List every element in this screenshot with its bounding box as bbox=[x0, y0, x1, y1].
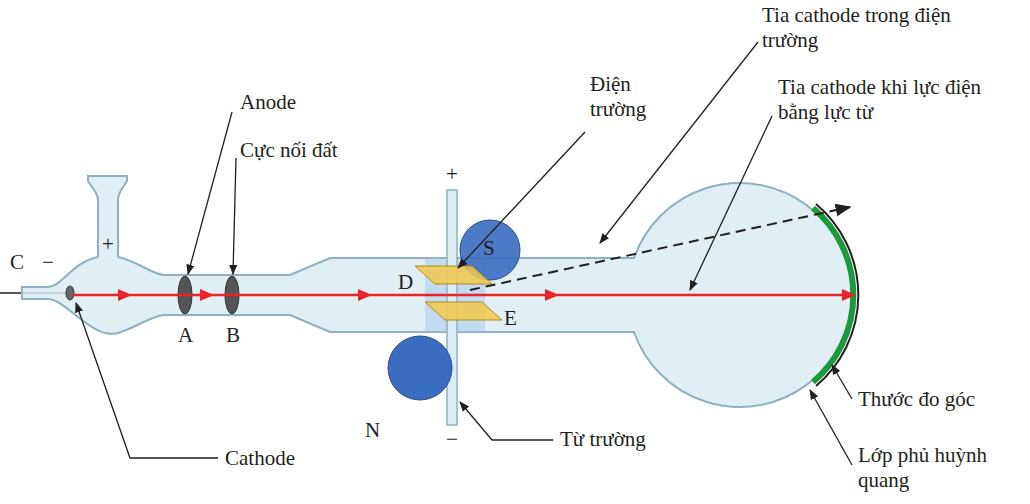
point-letter: C bbox=[10, 250, 24, 275]
cathode-electrode bbox=[66, 286, 74, 300]
ray-arrowheads bbox=[118, 289, 856, 301]
callout-label: Cực nối đất bbox=[240, 138, 338, 163]
polarity-sign: − bbox=[42, 250, 54, 275]
polarity-sign: − bbox=[446, 427, 458, 452]
callout-label: Anode bbox=[240, 90, 296, 115]
leader-lines bbox=[76, 42, 852, 465]
point-letter: E bbox=[504, 306, 517, 331]
point-letter: B bbox=[226, 323, 240, 348]
deflected-ray bbox=[470, 207, 850, 290]
deflection-plate bbox=[425, 302, 502, 320]
cathode-ray bbox=[72, 294, 852, 297]
pole-letter: N bbox=[365, 418, 380, 443]
polarity-sign: + bbox=[102, 232, 114, 257]
callout-label: Thước đo góc bbox=[858, 387, 975, 412]
callout-label: Cathode bbox=[225, 446, 295, 471]
callout-label: Từ trường bbox=[560, 427, 646, 452]
magnet-pole bbox=[388, 336, 452, 400]
polarity-sign: + bbox=[446, 162, 458, 187]
deflection-plate bbox=[415, 266, 492, 284]
callout-label: Tia cathode khi lực điện bằng lực từ bbox=[778, 75, 1018, 125]
point-letter: A bbox=[178, 323, 193, 348]
callout-label: Tia cathode trong điện trường bbox=[762, 3, 962, 53]
pole-letter: S bbox=[483, 236, 495, 261]
callout-label: Điện trường bbox=[590, 72, 670, 122]
point-letter: D bbox=[398, 270, 413, 295]
callout-label: Lớp phủ huỳnh quang bbox=[858, 443, 988, 493]
